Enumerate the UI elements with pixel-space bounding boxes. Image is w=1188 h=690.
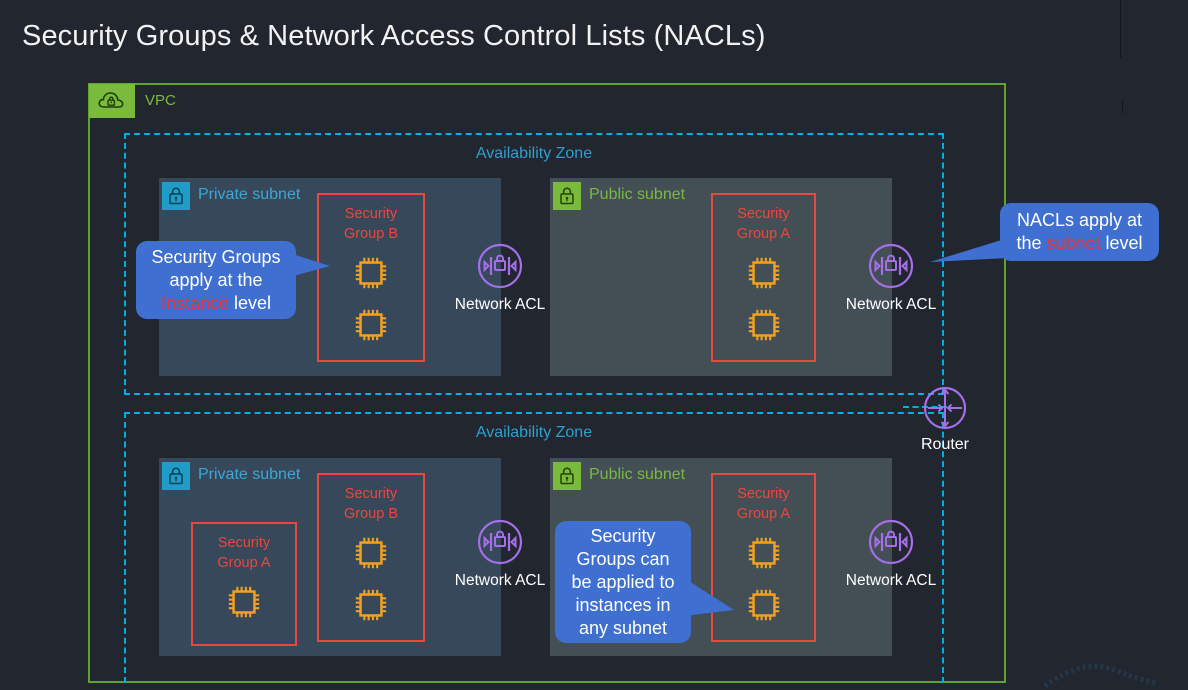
subnet-private-1-label: Private subnet [198, 186, 301, 203]
network-acl-3-label: Network ACL [454, 572, 546, 589]
lock-icon [553, 182, 581, 210]
cpu-chip-icon [355, 537, 387, 569]
lock-icon [162, 182, 190, 210]
availability-zone-1 [124, 133, 944, 395]
network-acl-2-label: Network ACL [845, 296, 937, 313]
watermark-artifact [1043, 664, 1159, 689]
lock-icon [162, 462, 190, 490]
security-group-label: Security Group A [217, 535, 271, 571]
network-acl-1: Network ACL [450, 242, 550, 314]
router-icon [923, 386, 967, 430]
cpu-chip-icon [748, 589, 779, 621]
network-acl-icon [477, 243, 523, 289]
callout-2-part-2: level [1100, 233, 1143, 253]
vpc-label: VPC [145, 92, 176, 109]
instance-list [745, 254, 783, 344]
router-label: Router [920, 436, 970, 453]
security-group-a-bottom-private: Security Group A [191, 522, 297, 646]
edge-artifact-secondary [1122, 100, 1123, 114]
instance-list [745, 534, 783, 624]
cpu-chip-icon [748, 309, 779, 341]
subnet-public-2-label: Public subnet [589, 466, 686, 483]
subnet-private-2-label: Private subnet [198, 466, 301, 483]
vpc-cloud-lock-icon [89, 84, 135, 118]
network-acl-1-label: Network ACL [454, 296, 546, 313]
network-acl-icon [477, 519, 523, 565]
availability-zone-2-label: Availability Zone [475, 424, 593, 441]
subnet-public-1-label: Public subnet [589, 186, 686, 203]
network-acl-3: Network ACL [450, 518, 550, 590]
security-group-label: Security Group B [344, 486, 398, 522]
callout-nacl-subnet-level: NACLs apply at the subnet level [1000, 203, 1159, 261]
callout-1-part-2: level [229, 292, 272, 313]
security-group-a-top-public: Security Group A [711, 193, 816, 362]
callout-2-tail [930, 238, 1008, 262]
security-group-label: Security Group A [736, 206, 791, 242]
availability-zone-2 [124, 412, 944, 683]
callout-1-highlight: Instance [160, 292, 229, 313]
vpc-top-border [88, 83, 1006, 85]
security-group-label: Security Group B [344, 206, 398, 242]
callout-3-tail [684, 578, 734, 616]
cpu-chip-icon [748, 537, 779, 569]
cpu-chip-icon [748, 257, 779, 289]
callout-2-part-0: NACLs apply at the [1016, 210, 1143, 253]
callout-3-text: Security Groups can be applied to instan… [571, 525, 675, 638]
subnet-private-2 [159, 458, 501, 656]
security-group-a-bottom-public: Security Group A [711, 473, 816, 642]
cpu-chip-icon [355, 257, 387, 289]
network-acl-4-label: Network ACL [845, 572, 937, 589]
network-acl-2: Network ACL [841, 242, 941, 314]
callout-sg-any-subnet: Security Groups can be applied to instan… [555, 521, 691, 643]
edge-artifact [1120, 0, 1121, 58]
network-acl-4: Network ACL [841, 518, 941, 590]
security-group-b-bottom-private: Security Group B [317, 473, 425, 642]
subnet-public-1 [550, 178, 892, 376]
callout-2-highlight: subnet [1046, 233, 1101, 253]
router: Router [897, 383, 993, 454]
availability-zone-1-label: Availability Zone [475, 145, 593, 162]
security-group-label: Security Group A [736, 486, 791, 522]
cpu-chip-icon [355, 589, 387, 621]
callout-1-tail [286, 252, 330, 278]
network-acl-icon [868, 519, 914, 565]
callout-sg-instance-level: Security Groups apply at the Instance le… [136, 241, 296, 319]
instance-list [352, 254, 390, 344]
security-group-b-top-private: Security Group B [317, 193, 425, 362]
instance-list [352, 534, 390, 624]
cpu-chip-icon [228, 586, 260, 618]
lock-icon [553, 462, 581, 490]
cpu-chip-icon [355, 309, 387, 341]
instance-list [225, 583, 263, 621]
network-acl-icon [868, 243, 914, 289]
callout-1-part-0: Security Groups apply at the [151, 246, 281, 290]
page-title: Security Groups & Network Access Control… [22, 20, 766, 52]
